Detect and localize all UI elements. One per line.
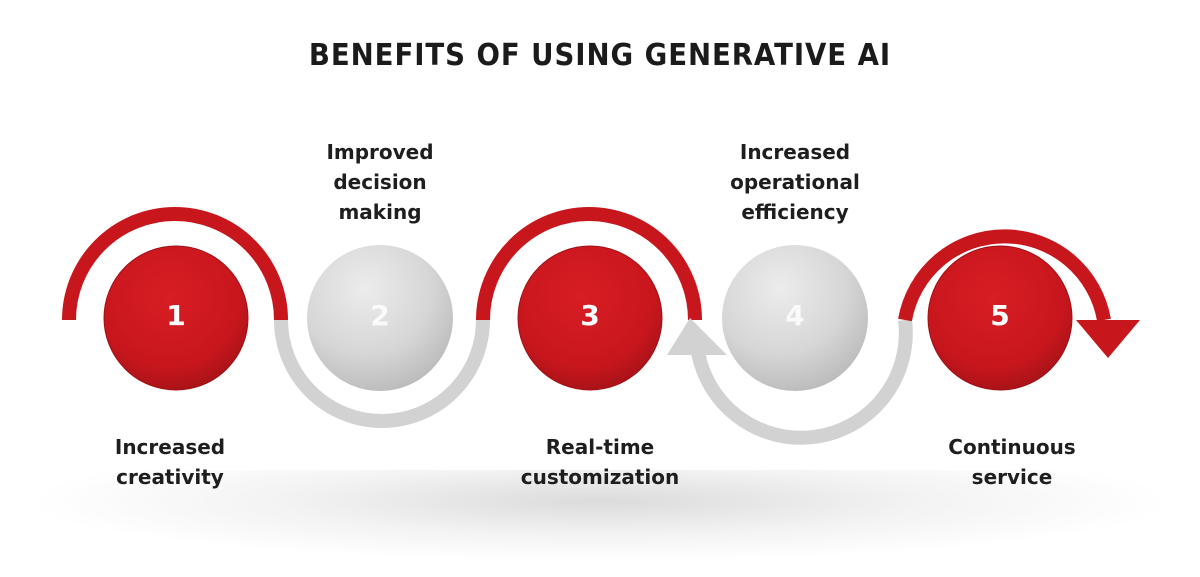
step-number-5: 5 [990, 299, 1010, 332]
step-label-4: Increased operational efficiency [730, 140, 860, 224]
ball-5 [927, 245, 1073, 391]
ball-3 [517, 245, 663, 391]
floor-shadow [40, 470, 1160, 560]
red-arc-3 [476, 207, 702, 321]
step-label-3: Real-time customization [520, 435, 680, 489]
step-number-1: 1 [166, 299, 186, 332]
arrow-down-icon [1076, 320, 1140, 358]
ball-4 [722, 245, 868, 391]
ball-1 [103, 245, 249, 391]
ball-2 [307, 245, 453, 391]
step-label-1: Increased creativity [114, 435, 226, 489]
step-label-5: Continuous service [948, 435, 1076, 489]
gray-arc-2 [274, 319, 490, 428]
page-title: BENEFITS OF USING GENERATIVE AI [308, 38, 892, 73]
step-number-4: 4 [785, 299, 805, 332]
step-number-2: 2 [370, 299, 390, 332]
gray-arc-4 [690, 319, 913, 445]
red-arc-1 [62, 207, 288, 321]
step-number-3: 3 [580, 299, 600, 332]
red-arc-5 [898, 229, 1111, 322]
arrow-up-icon [667, 318, 727, 355]
step-label-2: Improved decision making [326, 140, 434, 224]
